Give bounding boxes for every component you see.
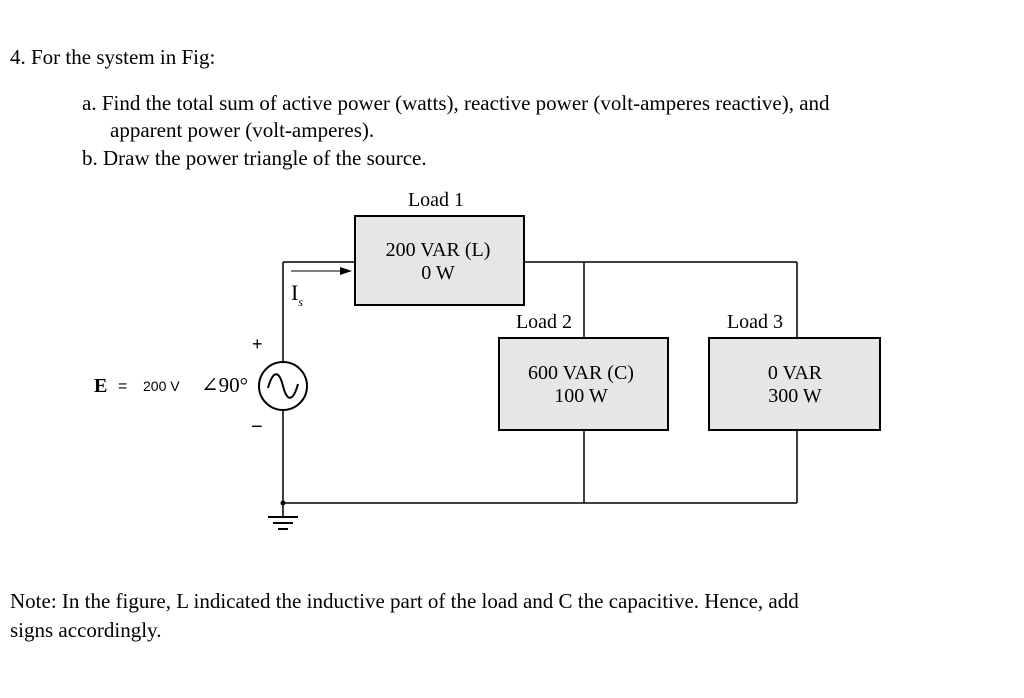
ground-junction-dot bbox=[280, 500, 286, 506]
load-1-active: 0 W bbox=[421, 262, 455, 284]
load-3-active: 300 W bbox=[768, 385, 822, 407]
load-1-box bbox=[354, 215, 525, 306]
question-part-b: b. Draw the power triangle of the source… bbox=[82, 146, 427, 170]
load-3-reactive: 0 VAR bbox=[768, 362, 823, 384]
current-label: Is bbox=[291, 280, 303, 309]
load-3-title: Load 3 bbox=[727, 311, 783, 333]
load-2-title: Load 2 bbox=[516, 311, 572, 333]
current-arrow-icon bbox=[291, 267, 352, 275]
load-2-box bbox=[498, 337, 669, 431]
load-2-reactive: 600 VAR (C) bbox=[528, 362, 634, 384]
source-equals: = bbox=[118, 378, 127, 395]
load-1-reactive: 200 VAR (L) bbox=[386, 239, 491, 261]
load-1-title: Load 1 bbox=[408, 189, 464, 211]
question-part-a-line1: a. Find the total sum of active power (w… bbox=[82, 91, 830, 115]
source-minus-sign: − bbox=[251, 416, 263, 438]
note-line1: Note: In the figure, L indicated the ind… bbox=[10, 589, 799, 613]
ac-source-icon bbox=[258, 361, 308, 411]
load-2-active: 100 W bbox=[554, 385, 608, 407]
circuit-wires bbox=[282, 261, 798, 516]
load-3-box bbox=[708, 337, 881, 431]
load-3: Load 3 0 VAR 300 W bbox=[708, 311, 881, 431]
source-angle: ∠90° bbox=[201, 373, 248, 397]
question-heading: 4. For the system in Fig: bbox=[10, 45, 216, 69]
source-plus-sign: + bbox=[252, 334, 263, 354]
note-line2: signs accordingly. bbox=[10, 618, 162, 642]
load-2: Load 2 600 VAR (C) 100 W bbox=[498, 311, 669, 431]
source-symbol: E bbox=[94, 375, 107, 397]
question-part-a-line2: apparent power (volt-amperes). bbox=[110, 118, 375, 142]
ground-icon bbox=[268, 516, 298, 530]
load-1: Load 1 200 VAR (L) 0 W bbox=[354, 189, 525, 306]
source-magnitude: 200 V bbox=[143, 378, 180, 394]
